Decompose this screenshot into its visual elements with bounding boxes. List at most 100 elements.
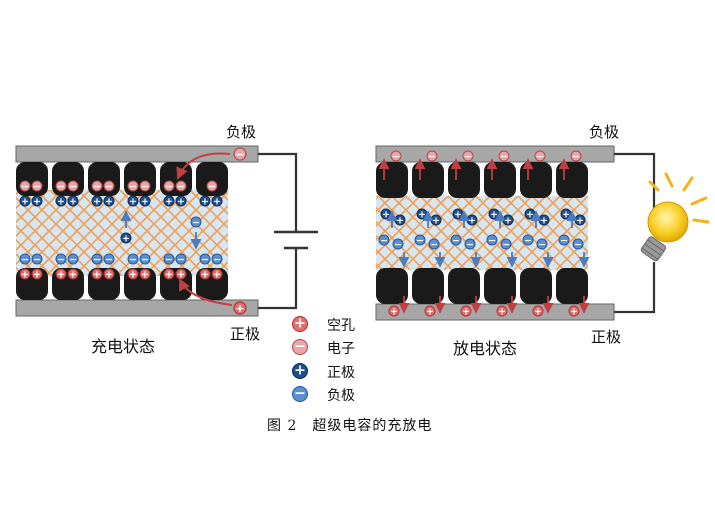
negative-ion-marker: − [211,253,223,266]
charging-cell: −−++−−++−−++−−++−−++−−++−−++−−++−−++−−++… [15,145,318,317]
electron-marker: − [390,150,402,163]
discharging-cell: −+++−−−+++−−−+++−−−+++−−−+++−−−+++−− [375,145,710,321]
electron-flow-arrow [179,278,233,306]
hole-marker: + [67,268,79,281]
svg-text:+: + [129,197,137,208]
charging-state-label: 充电状态 [91,337,156,356]
negative-ion-marker: − [428,238,440,251]
negative-ion-marker: − [103,253,115,266]
positive-ion-marker: + [91,195,103,208]
svg-text:−: − [208,182,216,193]
label-right-positive-electrode: 正极 [591,328,622,346]
electron-marker: − [498,150,510,163]
legend-label-electron: 电子 [327,341,355,357]
positive-ion-marker: + [466,214,478,227]
svg-text:−: − [141,255,149,266]
svg-text:+: + [504,216,512,227]
negative-ion-marker: − [55,253,67,266]
negative-ion-marker: − [163,253,175,266]
svg-text:−: − [201,255,209,266]
electron-marker: − [67,180,79,193]
svg-text:−: − [464,152,472,163]
hole-marker: + [460,305,472,318]
svg-text:−: − [141,182,149,193]
svg-text:+: + [57,270,65,281]
light-bulb-icon [640,172,710,262]
positive-ion-marker: + [538,214,550,227]
svg-text:+: + [105,270,113,281]
positive-ion-marker: + [139,195,151,208]
negative-ion-marker: − [464,238,476,251]
svg-text:−: − [93,182,101,193]
hole-marker: + [55,268,67,281]
negative-ion-marker: − [199,253,211,266]
label-left-negative-electrode: 负极 [226,123,257,141]
svg-text:−: − [380,236,388,247]
hole-marker [233,301,247,315]
svg-text:+: + [454,210,462,221]
positive-ion-marker: + [120,232,132,245]
legend-label-hole: 空孔 [327,318,355,334]
carbon-particle [412,162,444,198]
svg-text:+: + [69,270,77,281]
svg-text:+: + [93,270,101,281]
svg-text:+: + [201,270,209,281]
svg-text:+: + [165,270,173,281]
svg-text:−: − [105,182,113,193]
svg-text:+: + [294,363,306,379]
label-left-positive-electrode: 正极 [230,325,261,343]
svg-text:−: − [21,182,29,193]
svg-text:−: − [430,240,438,251]
electron-marker: − [206,180,218,193]
hole-marker: + [424,305,436,318]
svg-text:+: + [177,197,185,208]
negative-ion-marker: − [91,253,103,266]
svg-text:+: + [201,197,209,208]
negative-ion-marker: − [292,386,308,402]
electron-marker: − [175,180,187,193]
svg-text:+: + [165,197,173,208]
svg-text:+: + [526,210,534,221]
carbon-particle [484,268,516,304]
legend-label-positive-ion: 正极 [327,365,355,381]
svg-text:+: + [382,210,390,221]
positive-ion-marker: + [55,195,67,208]
svg-text:−: − [177,255,185,266]
hole-marker: + [163,268,175,281]
positive-ion-marker: + [19,195,31,208]
svg-text:−: − [69,182,77,193]
electron-marker: − [570,150,582,163]
positive-ion-marker: + [31,195,43,208]
svg-text:−: − [538,240,546,251]
electron-marker: − [534,150,546,163]
svg-text:+: + [235,302,244,315]
positive-ion-marker: + [199,195,211,208]
electron-marker: − [103,180,115,193]
negative-ion-marker: − [67,253,79,266]
external-wire [614,152,656,314]
svg-text:−: − [57,182,65,193]
svg-text:−: − [294,386,306,402]
svg-text:−: − [392,152,400,163]
svg-text:−: − [105,255,113,266]
positive-electrode-plate [15,299,259,317]
svg-text:+: + [462,307,470,318]
svg-text:+: + [294,316,306,332]
svg-text:+: + [21,197,29,208]
svg-text:−: − [452,236,460,247]
carbon-particle [376,162,408,198]
svg-text:+: + [93,197,101,208]
hole-marker: + [19,268,31,281]
carbon-particle [556,162,588,198]
carbon-particle [448,162,480,198]
svg-text:−: − [177,182,185,193]
svg-text:+: + [426,307,434,318]
svg-text:−: − [574,240,582,251]
hole-marker: + [292,316,308,332]
svg-text:−: − [21,255,29,266]
svg-text:+: + [21,270,29,281]
svg-text:+: + [534,307,542,318]
svg-text:−: − [192,218,200,229]
svg-text:−: − [416,236,424,247]
carbon-particle [484,162,516,198]
